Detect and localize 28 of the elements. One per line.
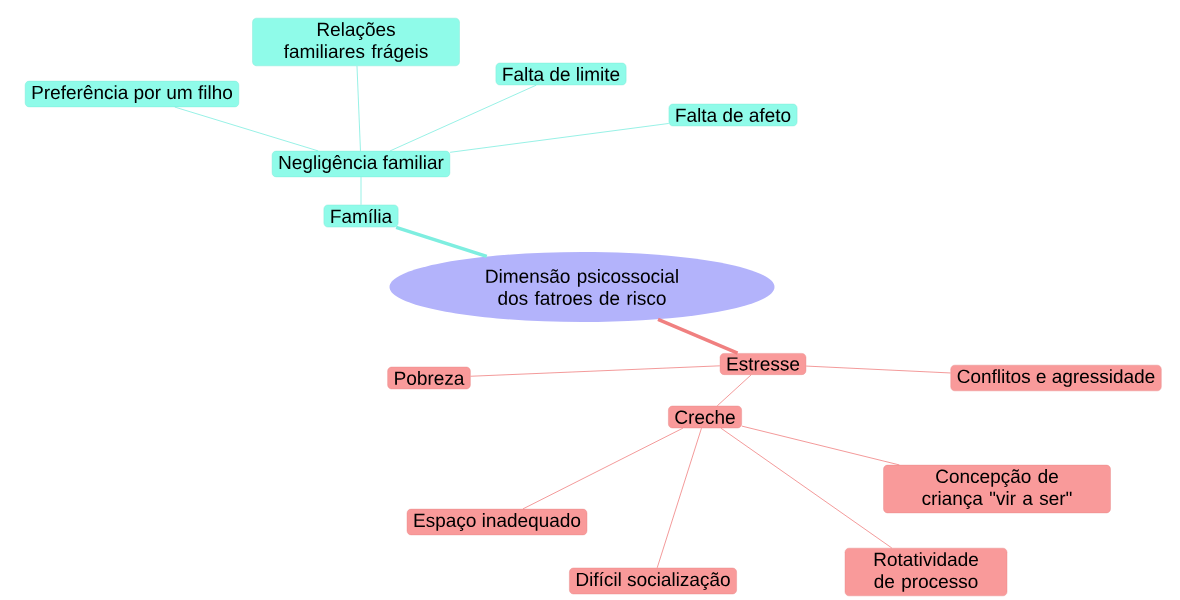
connector-line <box>720 427 893 549</box>
topic-box: Estresse <box>719 353 807 375</box>
topic-box: Difícil socialização <box>569 567 737 595</box>
topic-box: Pobreza <box>387 366 471 390</box>
topic-box: Creche <box>668 405 742 429</box>
topic-box: Preferência por um filho <box>24 80 240 108</box>
connector-line <box>360 176 362 206</box>
connector-line <box>174 106 319 152</box>
connector-line <box>741 425 900 466</box>
topic-box: Espaço inadequado <box>406 508 588 536</box>
topic-box: Concepção de criança "vir a ser" <box>883 464 1111 514</box>
topic-box: Conflitos e agressidade <box>950 364 1162 392</box>
connector-line <box>395 225 488 259</box>
connector-line <box>805 365 951 374</box>
connector-line <box>470 365 721 377</box>
connector-line <box>356 65 361 152</box>
topic-box: Família <box>323 204 399 228</box>
connector-line <box>522 427 684 510</box>
topic-box: Relações familiares frágeis <box>252 17 460 67</box>
topic-box: Falta de afeto <box>668 103 798 127</box>
topic-box: Rotatividade de processo <box>844 547 1008 597</box>
topic-box: Falta de limite <box>495 62 627 86</box>
connector-line <box>389 84 537 152</box>
connector-line <box>716 374 752 407</box>
topic-box: Negligência familiar <box>271 150 451 178</box>
connector-line <box>449 123 670 153</box>
connector-line <box>657 317 739 355</box>
connector-line <box>656 427 702 569</box>
